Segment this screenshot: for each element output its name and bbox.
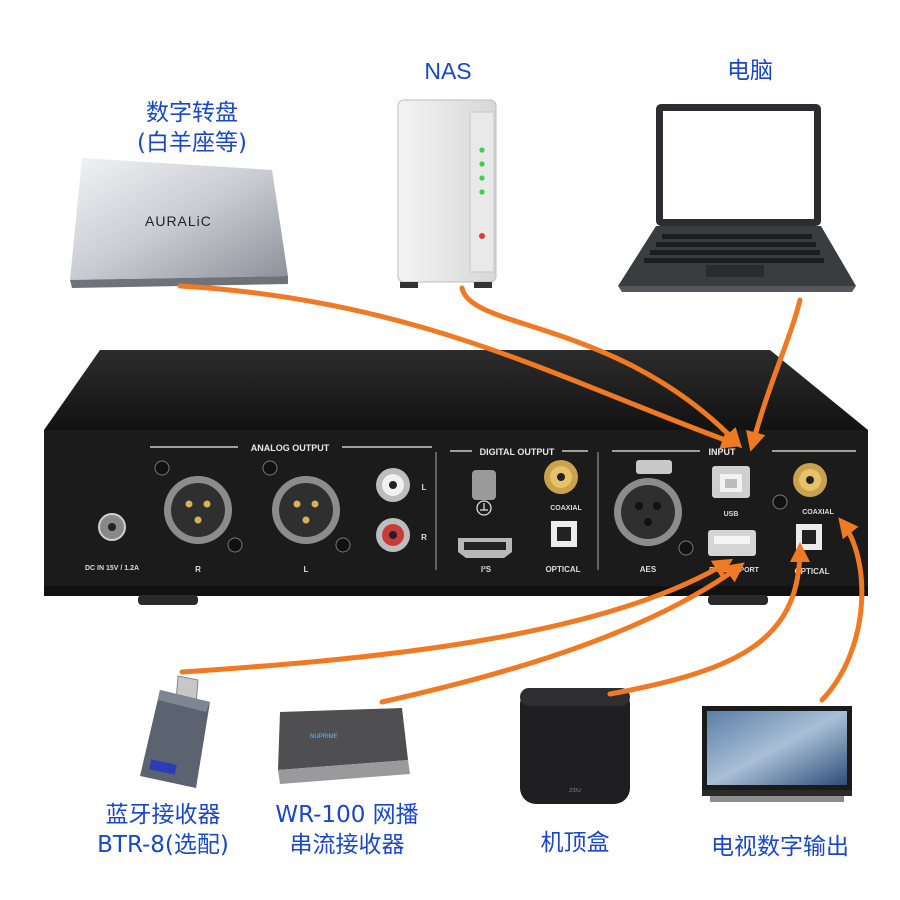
dc-label: DC IN 15V / 1.2A: [85, 565, 139, 572]
coaxial-out-icon: [544, 460, 578, 494]
aes-xlr-in-icon: [614, 460, 694, 556]
analog-output-label: ANALOG OUTPUT: [251, 443, 330, 453]
wr100-label: WR-100 网播 串流接收器: [262, 800, 432, 860]
wr100-device: NUPRIME: [278, 708, 410, 784]
arrow-nas-to-usb: [459, 285, 743, 449]
laptop-device: [618, 104, 856, 292]
tv-device: [702, 706, 852, 802]
nas-led-icon: [479, 147, 485, 153]
bt-label-line2: BTR-8(选配): [97, 832, 229, 858]
xlr-out-r-icon: [154, 460, 243, 553]
optical-out-icon: [551, 521, 577, 547]
arrow-wr100-to-extend: [379, 562, 745, 705]
transport-logo: AURALiC: [145, 213, 212, 229]
arrow-tv-to-optical: [819, 517, 865, 703]
nas-power-icon: [479, 233, 485, 239]
rca-out-red-icon: [376, 518, 410, 552]
wr100-label-line1: WR-100 网播: [275, 802, 419, 828]
arrow-computer-to-usb: [746, 297, 803, 452]
nas-led-icon: [479, 175, 485, 181]
usb-b-input-icon: [712, 466, 750, 498]
optical-out-label: OPTICAL: [545, 565, 580, 574]
transport-device: AURALiC: [70, 158, 288, 288]
arrow-bt-to-extend: [179, 558, 734, 675]
transport-label-line2: (白羊座等): [137, 130, 247, 156]
xlr-r-label: R: [195, 565, 201, 574]
coaxial-in-icon: [772, 463, 827, 510]
xlr-out-l-icon: [262, 460, 351, 553]
nas-device: [397, 99, 497, 288]
connection-arrows: [177, 283, 865, 705]
nas-led-icon: [479, 161, 485, 167]
hdmi-label: I²S: [481, 565, 492, 574]
usb-label: USB: [724, 511, 739, 518]
coaxial-out-label: COAXIAL: [550, 505, 582, 512]
rca-l-label: L: [422, 483, 427, 492]
stb-label: 机顶盒: [540, 830, 610, 856]
nas-led-icon: [479, 189, 485, 195]
ground-terminal-icon: [472, 470, 496, 516]
nas-label: NAS: [424, 58, 472, 84]
arrow-transport-to-usb: [177, 283, 742, 449]
xlr-l-label: L: [304, 565, 309, 574]
transport-label: 数字转盘 (白羊座等): [102, 98, 282, 158]
aes-label: AES: [640, 565, 657, 574]
input-label: INPUT: [709, 447, 737, 457]
optical-in-label: OPTICAL: [794, 567, 829, 576]
coaxial-in-label: COAXIAL: [802, 509, 834, 516]
dac-rear-panel: DC IN 15V / 1.2A ANALOG OUTPUT R L: [44, 350, 868, 605]
hdmi-i2s-port-icon: [458, 538, 512, 558]
rca-r-label: R: [421, 533, 427, 542]
computer-label: 电脑: [727, 58, 773, 84]
bt-receiver-device: [140, 675, 210, 788]
extend-port-icon: [708, 530, 756, 556]
bt-label: 蓝牙接收器 BTR-8(选配): [58, 800, 268, 860]
rca-out-white-icon: [376, 468, 410, 502]
transport-label-line1: 数字转盘: [146, 100, 238, 126]
digital-output-label: DIGITAL OUTPUT: [480, 447, 555, 457]
wr100-brand: NUPRIME: [310, 734, 338, 740]
tv-label: 电视数字输出: [711, 834, 849, 860]
stb-brand: ZIDU: [569, 788, 581, 794]
arrow-stb-to-coaxial: [607, 542, 810, 697]
set-top-box-device: ZIDU: [520, 688, 630, 804]
wr100-label-line2: 串流接收器: [289, 832, 405, 858]
bt-label-line1: 蓝牙接收器: [105, 802, 221, 828]
